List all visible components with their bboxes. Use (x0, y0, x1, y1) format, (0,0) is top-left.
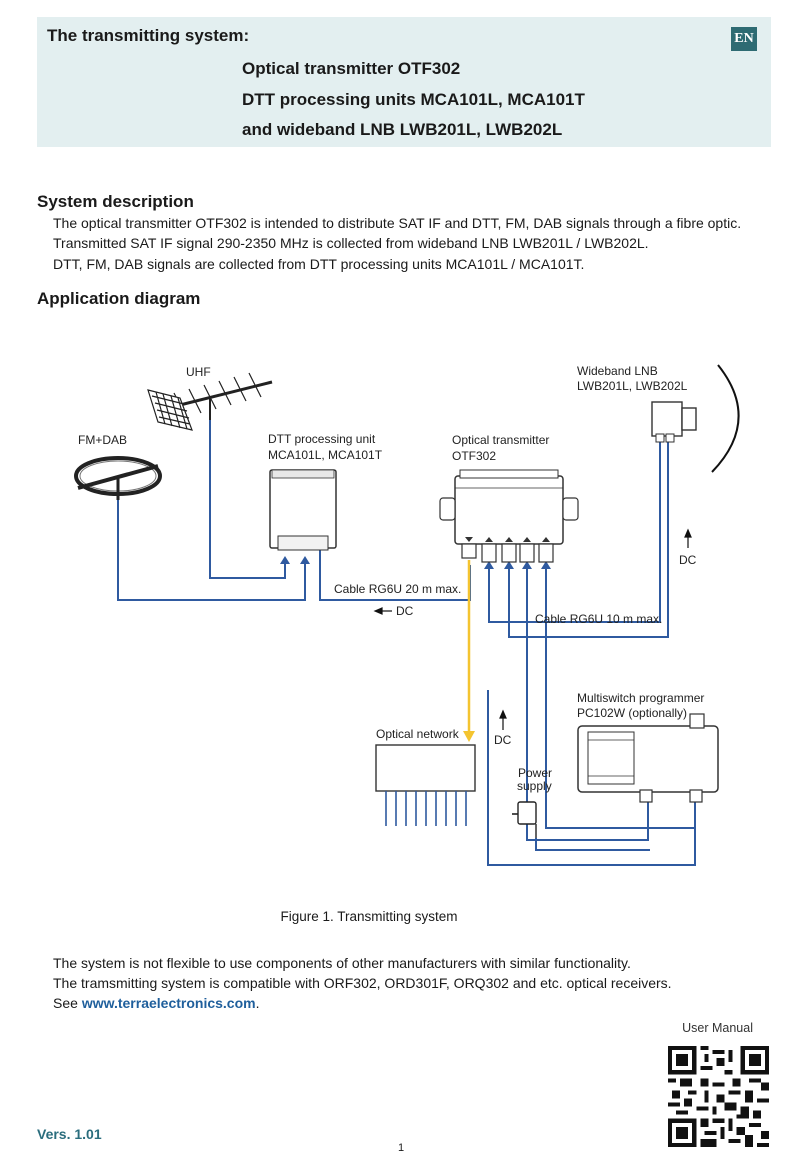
application-diagram: UHF FM+DAB DTT processing unit MCA101L, … (74, 364, 740, 866)
wideband-lnb (651, 364, 740, 473)
label-cable-20: Cable RG6U 20 m max. (334, 582, 461, 596)
note-line-1: The system is not flexible to use compon… (53, 955, 631, 971)
note-line-3: See www.terraelectronics.com. (53, 995, 259, 1011)
label-dc-right: DC (679, 553, 697, 567)
dtt-unit (269, 469, 337, 551)
header-line-3: and wideband LNB LWB201L, LWB202L (242, 120, 563, 139)
description-line-1: The optical transmitter OTF302 is intend… (53, 215, 742, 231)
label-power-supply-2: supply (517, 779, 552, 793)
note-line-3-suffix: . (255, 995, 260, 1011)
header-line-2: DTT processing units MCA101L, MCA101T (242, 90, 585, 109)
uhf-antenna (147, 372, 273, 431)
label-multiswitch-1: Multiswitch programmer (577, 691, 704, 705)
header-line-1: Optical transmitter OTF302 (242, 59, 461, 78)
dc-arrows (373, 528, 692, 730)
system-description-heading: System description (37, 192, 194, 211)
note-line-3-prefix: See (53, 995, 82, 1011)
page-number: 1 (398, 1142, 405, 1154)
language-badge: EN (731, 27, 757, 51)
figure-caption: Figure 1. Transmitting system (280, 909, 458, 924)
header-band: The transmitting system: EN Optical tran… (37, 17, 771, 147)
coax-cables (117, 420, 696, 866)
label-dtt-unit-1: DTT processing unit (268, 432, 376, 446)
power-supply (512, 801, 537, 838)
fibre-arrow (463, 731, 475, 742)
fmdab-antenna (74, 456, 162, 500)
label-uhf: UHF (186, 365, 211, 379)
label-power-supply-1: Power (518, 766, 552, 780)
description-line-3: DTT, FM, DAB signals are collected from … (53, 256, 585, 272)
label-dc-bottom: DC (494, 733, 512, 747)
description-line-2: Transmitted SAT IF signal 290-2350 MHz i… (53, 235, 649, 251)
label-multiswitch-2: PC102W (optionally) (577, 706, 687, 720)
label-lnb-1: Wideband LNB (577, 364, 658, 378)
label-optical-tx-1: Optical transmitter (452, 433, 549, 447)
header-title: The transmitting system: (47, 26, 250, 45)
version-label: Vers. 1.01 (37, 1126, 102, 1142)
label-fmdab: FM+DAB (78, 433, 127, 447)
optical-network (375, 744, 476, 826)
user-manual-label: User Manual (682, 1021, 753, 1035)
application-diagram-heading: Application diagram (37, 289, 201, 308)
label-optical-tx-2: OTF302 (452, 449, 496, 463)
label-dc-left: DC (396, 604, 414, 618)
qr-code-icon[interactable] (668, 1046, 769, 1147)
note-line-2: The tramsmitting system is compatible wi… (53, 975, 672, 991)
label-dtt-unit-2: MCA101L, MCA101T (268, 448, 383, 462)
label-cable-10: Cable RG6U 10 m max. (535, 612, 662, 626)
multiswitch-programmer (577, 713, 719, 803)
label-lnb-2: LWB201L, LWB202L (577, 379, 688, 393)
coax-arrows (280, 556, 551, 569)
otf302-transmitter (439, 469, 579, 563)
label-optical-network: Optical network (376, 727, 460, 741)
otf302-port-markers (465, 537, 550, 542)
website-link[interactable]: www.terraelectronics.com (81, 995, 256, 1011)
